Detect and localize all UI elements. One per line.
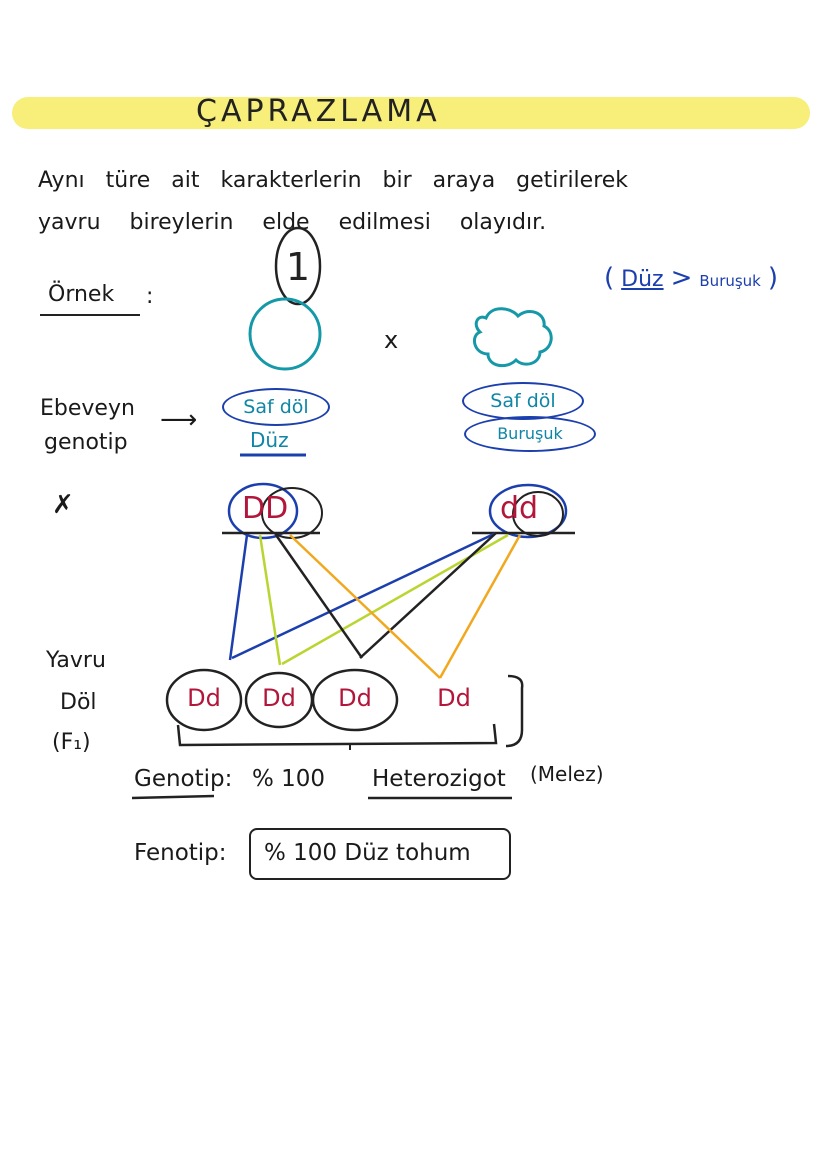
title-highlight (12, 97, 810, 129)
phenotype-box (249, 828, 511, 880)
parent-label-line2: genotip (44, 430, 128, 455)
parent-right-purity-text: Saf döl (490, 390, 556, 412)
offspring-genotype-2: Dd (262, 684, 296, 712)
parent-left-purity: Saf döl (222, 388, 330, 426)
line-black-left (274, 534, 364, 659)
genotype-label: Genotip: (134, 766, 233, 792)
rule-dominant: Düz (621, 267, 664, 292)
rule-recessive: Buruşuk (699, 272, 761, 290)
line-orange-left (289, 534, 441, 679)
wrinkled-seed-icon (472, 307, 553, 368)
offspring-circle-3 (311, 668, 399, 732)
genotype-note: (Melez) (530, 762, 604, 786)
offspring-bracket (176, 723, 498, 747)
parent-left-trait: Düz (250, 428, 289, 452)
line-blue-right (231, 531, 497, 660)
rule-greater-than: > (670, 263, 693, 293)
line-orange-right (438, 534, 522, 679)
circled-number: 1 (286, 245, 310, 289)
line-blue-left (228, 534, 249, 661)
offspring-genotype-4: Dd (437, 684, 471, 712)
rule-close-paren: ) (767, 263, 779, 293)
offspring-genotype-1: Dd (187, 684, 221, 712)
parent-right-oval (488, 483, 568, 539)
intro-line-1: Aynı türe ait karakterlerin bir araya ge… (38, 168, 629, 193)
line-black-right (359, 532, 497, 659)
example-underline (40, 314, 140, 316)
offspring-label-line1: Yavru (46, 648, 106, 673)
offspring-label-line2: Döl (60, 690, 97, 715)
rule-open-paren: ( (604, 263, 615, 293)
parent-right-purity: Saf döl (462, 382, 584, 420)
parent-left-oval (227, 482, 299, 540)
smooth-seed-icon (248, 297, 322, 371)
phenotype-value: % 100 Düz tohum (264, 840, 471, 866)
offspring-right-bracket (505, 674, 524, 748)
cross-symbol: x (384, 326, 399, 354)
number-circle (274, 226, 322, 306)
example-colon: : (146, 284, 154, 309)
page-title: ÇAPRAZLAMA (196, 94, 441, 129)
genotype-type: Heterozigot (372, 766, 506, 792)
offspring-circle-1 (165, 668, 243, 732)
offspring-genotype-3: Dd (338, 684, 372, 712)
parent-right-oval-2 (512, 491, 564, 537)
phenotype-label: Fenotip: (134, 840, 227, 866)
cross-mark-icon: ✗ (52, 490, 74, 520)
parent-label-line1: Ebeveyn (40, 396, 135, 421)
intro-line-2: yavru bireylerin elde edilmesi olayıdır. (38, 210, 547, 235)
example-label: Örnek (48, 282, 115, 307)
parent-right-trait-text: Buruşuk (497, 424, 563, 443)
genotype-label-underline (131, 794, 215, 800)
genotype-value: % 100 (252, 766, 326, 792)
arrow-icon: ⟶ (160, 405, 198, 435)
offspring-label-line3: (F₁) (52, 730, 91, 755)
parent-left-genotype: DD (242, 491, 289, 526)
parent-right-trait: Buruşuk (464, 416, 596, 452)
parent-right-genotype: dd (500, 491, 539, 526)
dominance-rule: ( Düz > Buruşuk ) (604, 263, 778, 293)
line-lime-left (258, 534, 282, 666)
parent-left-purity-text: Saf döl (243, 396, 309, 418)
